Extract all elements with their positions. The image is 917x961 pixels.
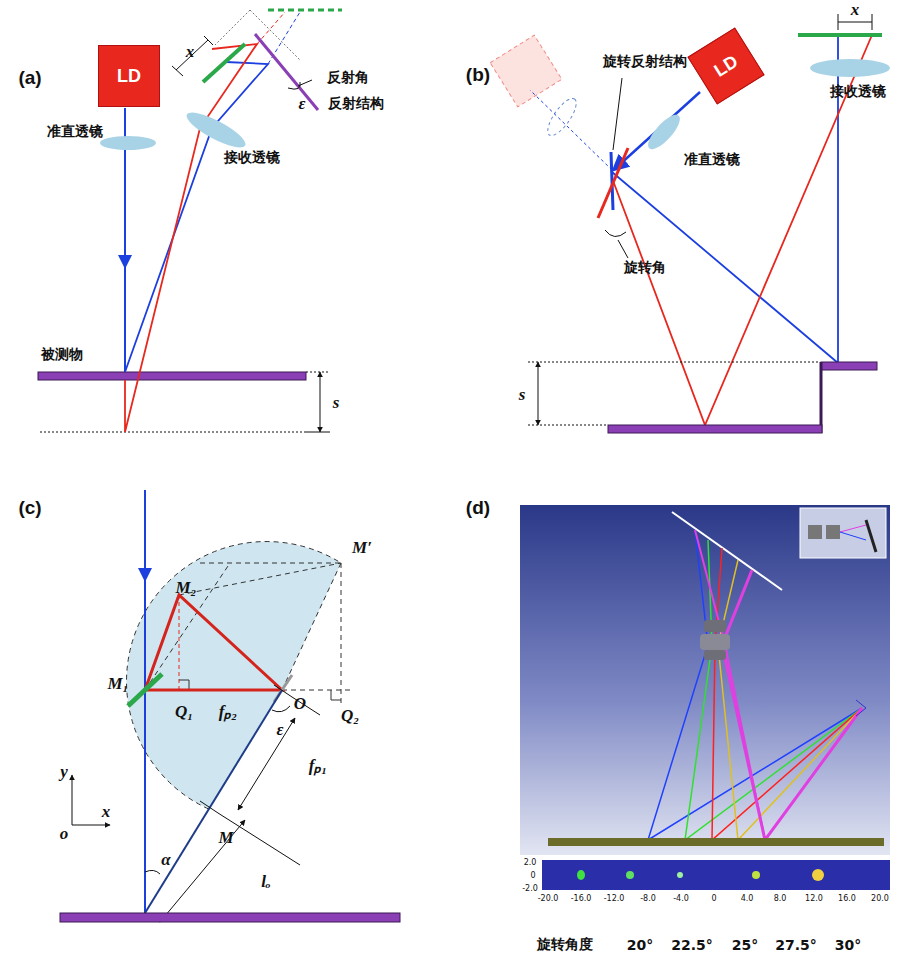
angle-label: 22.5° bbox=[671, 937, 713, 953]
axis-tick-label: -16.0 bbox=[571, 894, 592, 903]
geometry-symbol: lₒ bbox=[261, 872, 271, 892]
geometry-symbol: x bbox=[851, 0, 860, 20]
angle-label: 30° bbox=[835, 937, 861, 953]
axis-tick-label: 2.0 bbox=[524, 858, 537, 867]
angle-label: 20° bbox=[627, 937, 653, 953]
geometry-symbol: fₚ₁ bbox=[309, 753, 328, 776]
part-label: 准直透镜 bbox=[684, 151, 740, 169]
part-label: 准直透镜 bbox=[47, 123, 103, 141]
axis-tick-label: -12.0 bbox=[604, 894, 625, 903]
geometry-symbol: α bbox=[161, 850, 170, 870]
geometry-symbol: fₚ₂ bbox=[219, 699, 238, 722]
geometry-symbol: O bbox=[294, 694, 306, 714]
axis-tick-label: 20.0 bbox=[871, 894, 889, 903]
geometry-symbol: ε bbox=[299, 94, 306, 114]
panel-d bbox=[520, 505, 890, 890]
axis-tick-label: 12.0 bbox=[805, 894, 823, 903]
geometry-symbol: M₁ bbox=[107, 674, 128, 694]
part-label: 反射角 bbox=[327, 69, 369, 87]
geometry-symbol: M₂ bbox=[175, 578, 196, 598]
geometry-symbol: ε bbox=[277, 720, 284, 740]
geometry-symbol: x bbox=[186, 42, 195, 62]
node-label: LD bbox=[117, 66, 141, 87]
geometry-symbol: Q₁ bbox=[175, 702, 193, 722]
panel-b bbox=[490, 14, 890, 433]
part-label: 反射结构 bbox=[328, 95, 384, 113]
geometry-symbol: x bbox=[102, 802, 111, 822]
angle-label: 旋转角度 bbox=[537, 936, 593, 954]
panel-letter: (b) bbox=[466, 64, 490, 86]
axis-tick-label: -2.0 bbox=[522, 884, 538, 893]
panel-letter: (c) bbox=[18, 497, 41, 519]
axis-tick-label: 8.0 bbox=[774, 894, 787, 903]
part-label: 旋转角 bbox=[624, 259, 666, 277]
axis-tick-label: 16.0 bbox=[838, 894, 856, 903]
axis-tick-label: -4.0 bbox=[673, 894, 689, 903]
panel-letter: (d) bbox=[466, 497, 490, 519]
panel-letter: (a) bbox=[18, 67, 41, 89]
axis-tick-label: -20.0 bbox=[538, 894, 559, 903]
geometry-symbol: o bbox=[60, 824, 69, 844]
part-label: 被测物 bbox=[41, 346, 83, 364]
axis-tick-label: 0 bbox=[711, 894, 716, 903]
angle-label: 25° bbox=[732, 937, 758, 953]
geometry-symbol: M′ bbox=[352, 538, 372, 558]
laser-diode-box: LD bbox=[98, 45, 160, 107]
part-label: 接收透镜 bbox=[224, 149, 280, 167]
panel-c bbox=[60, 490, 400, 922]
geometry-symbol: y bbox=[60, 762, 68, 782]
geometry-symbol: Q₂ bbox=[341, 706, 359, 726]
part-label: 接收透镜 bbox=[830, 83, 886, 101]
geometry-symbol: s bbox=[333, 393, 340, 413]
axis-tick-label: 4.0 bbox=[741, 894, 754, 903]
node-label: LD bbox=[710, 51, 741, 82]
part-label: 旋转反射结构 bbox=[603, 53, 687, 71]
axis-tick-label: 0 bbox=[530, 871, 535, 880]
panel-a bbox=[38, 10, 342, 432]
angle-label: 27.5° bbox=[775, 937, 817, 953]
axis-tick-label: -8.0 bbox=[640, 894, 656, 903]
geometry-symbol: M bbox=[218, 828, 233, 848]
geometry-symbol: s bbox=[519, 385, 526, 405]
